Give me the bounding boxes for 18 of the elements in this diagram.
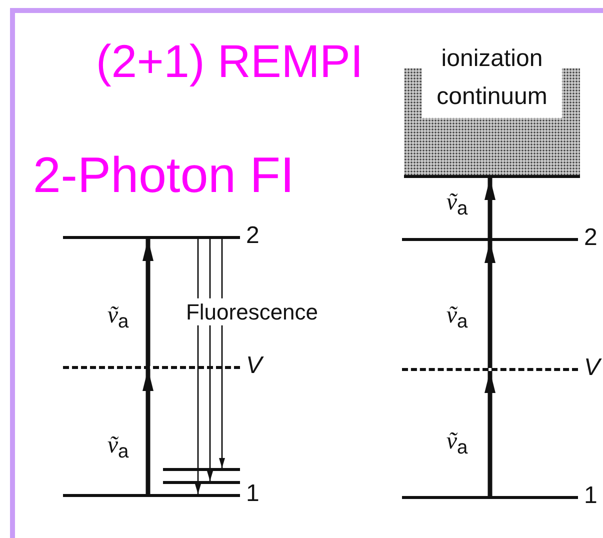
level-label: 2 (246, 224, 260, 248)
level-label: V (246, 354, 262, 378)
energy-level-line (163, 481, 240, 484)
fluorescence-arrow (195, 239, 201, 494)
energy-level-line (163, 468, 240, 471)
level-label: V (584, 356, 600, 380)
excitation-arrow (484, 241, 496, 368)
excitation-arrow (484, 178, 496, 238)
excitation-arrow (484, 371, 496, 496)
level-label: 1 (584, 484, 598, 508)
fluorescence-arrow (207, 239, 213, 481)
excitation-arrow (142, 239, 154, 366)
panel-heading: (2+1) REMPI (96, 38, 364, 84)
level-label: 2 (584, 226, 598, 250)
panel-heading: 2-Photon FI (33, 150, 294, 200)
level-label: 1 (246, 482, 260, 506)
excitation-arrow (142, 369, 154, 494)
fluorescence-arrow (219, 239, 225, 468)
